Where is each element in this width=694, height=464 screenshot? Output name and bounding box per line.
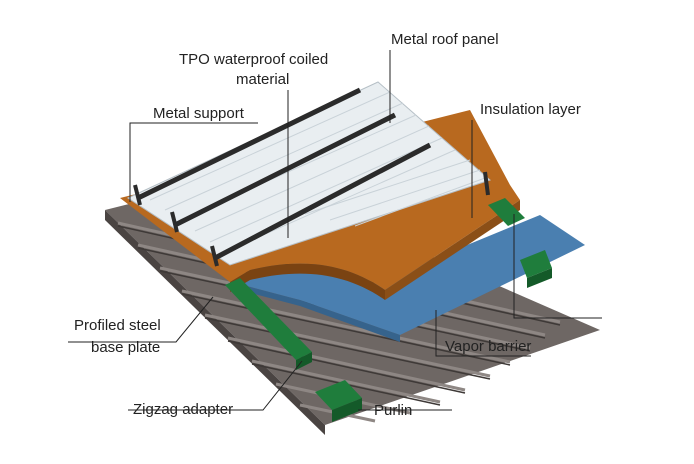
purlin-label: Purlin <box>374 402 412 419</box>
vapor-barrier-leader <box>435 310 531 357</box>
metal-roof-panel-label: Metal roof panel <box>391 31 499 48</box>
profiled-steel-label-line2: base plate <box>91 339 160 356</box>
metal-supports <box>133 87 490 267</box>
vapor-barrier-label: Vapor barrier <box>445 338 531 355</box>
purlins <box>315 250 552 422</box>
leader-lines <box>68 50 602 411</box>
insulation-layer-label: Insulation layer <box>480 101 581 118</box>
tpo-label-line1: TPO waterproof coiled <box>179 51 328 68</box>
metal-roof-panel <box>126 81 491 266</box>
connector-leader <box>513 214 602 319</box>
tpo-label-line2: material <box>236 71 289 88</box>
zigzag-adapters <box>225 198 525 370</box>
profiled-steel-leader <box>68 296 214 343</box>
metal-support-label: Metal support <box>153 105 245 122</box>
metal-support-leader <box>129 122 258 202</box>
zigzag-adapter-label: Zigzag adapter <box>133 401 233 418</box>
profiled-steel-label-line1: Profiled steel <box>74 317 161 334</box>
zigzag-leader <box>128 360 303 411</box>
